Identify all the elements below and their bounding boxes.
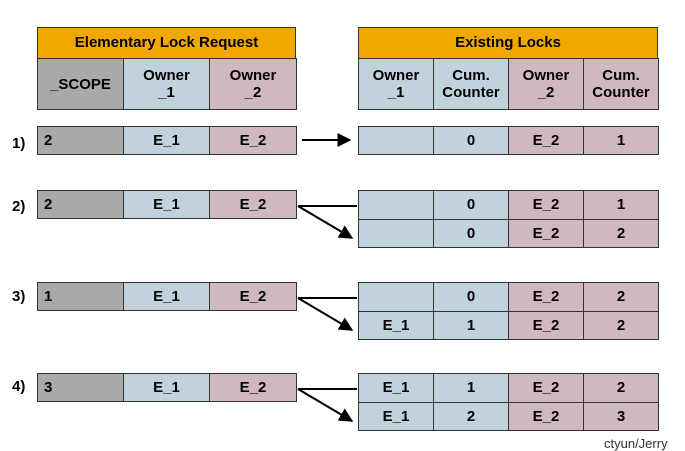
arrow-to-new-lock	[297, 388, 354, 422]
existing-owner-1: E_1	[358, 310, 434, 340]
request-row: 2 E_1 E_2	[37, 190, 297, 219]
existing-header-columns: Owner _1 Cum. Counter Owner _2 Cum. Coun…	[358, 58, 659, 110]
existing-counter-1: 1	[433, 373, 509, 403]
existing-counter-2: 1	[583, 190, 659, 220]
existing-lock-rows: 0 E_2 2 E_1 1 E_2 2	[358, 282, 659, 340]
col-existing-owner-2: Owner _2	[508, 58, 584, 110]
existing-owner-2: E_2	[508, 218, 584, 248]
request-owner-1: E_1	[123, 126, 210, 155]
col-owner-2: Owner _2	[209, 58, 297, 110]
scenario-label: 2)	[12, 198, 26, 215]
existing-owner-2: E_2	[508, 126, 584, 155]
existing-counter-1: 0	[433, 218, 509, 248]
watermark: ctyun/Jerry	[604, 436, 668, 451]
existing-counter-1: 2	[433, 401, 509, 431]
existing-owner-1	[358, 126, 434, 155]
col-existing-counter-1: Cum. Counter	[433, 58, 509, 110]
existing-owner-1	[358, 218, 434, 248]
existing-owner-2: E_2	[508, 310, 584, 340]
col-existing-owner-1: Owner _1	[358, 58, 434, 110]
request-owner-2: E_2	[209, 190, 297, 219]
existing-owner-1: E_1	[358, 373, 434, 403]
col-owner-1: Owner _1	[123, 58, 210, 110]
request-header-title: Elementary Lock Request	[37, 27, 296, 59]
request-owner-1: E_1	[123, 282, 210, 311]
existing-header-title: Existing Locks	[358, 27, 658, 59]
col-existing-counter-2: Cum. Counter	[583, 58, 659, 110]
existing-counter-2: 2	[583, 218, 659, 248]
scenario-label: 4)	[12, 378, 26, 395]
request-owner-1: E_1	[123, 190, 210, 219]
existing-counter-2: 2	[583, 310, 659, 340]
request-owner-1: E_1	[123, 373, 210, 402]
request-scope: 2	[37, 190, 124, 219]
col-scope: _SCOPE	[37, 58, 124, 110]
request-row: 3 E_1 E_2	[37, 373, 297, 402]
existing-owner-2: E_2	[508, 401, 584, 431]
existing-owner-1: E_1	[358, 401, 434, 431]
request-owner-2: E_2	[209, 282, 297, 311]
request-row: 1 E_1 E_2	[37, 282, 297, 311]
request-owner-2: E_2	[209, 126, 297, 155]
existing-owner-1	[358, 282, 434, 312]
existing-owner-2: E_2	[508, 373, 584, 403]
scenario-label: 1)	[12, 135, 26, 152]
arrow-to-new-lock	[297, 297, 354, 331]
existing-counter-2: 1	[583, 126, 659, 155]
existing-counter-2: 3	[583, 401, 659, 431]
request-row: 2 E_1 E_2	[37, 126, 297, 155]
request-scope: 2	[37, 126, 124, 155]
request-scope: 1	[37, 282, 124, 311]
existing-counter-1: 0	[433, 190, 509, 220]
request-owner-2: E_2	[209, 373, 297, 402]
existing-counter-1: 1	[433, 310, 509, 340]
existing-owner-1	[358, 190, 434, 220]
existing-lock-rows: E_1 1 E_2 2 E_1 2 E_2 3	[358, 373, 659, 431]
arrow-to-new-lock	[297, 205, 354, 239]
request-header-columns: _SCOPE Owner _1 Owner _2	[37, 58, 297, 110]
scenario-label: 3)	[12, 288, 26, 305]
request-scope: 3	[37, 373, 124, 402]
existing-lock-row: 0 E_2 1	[358, 126, 659, 155]
existing-lock-rows: 0 E_2 1 0 E_2 2	[358, 190, 659, 248]
